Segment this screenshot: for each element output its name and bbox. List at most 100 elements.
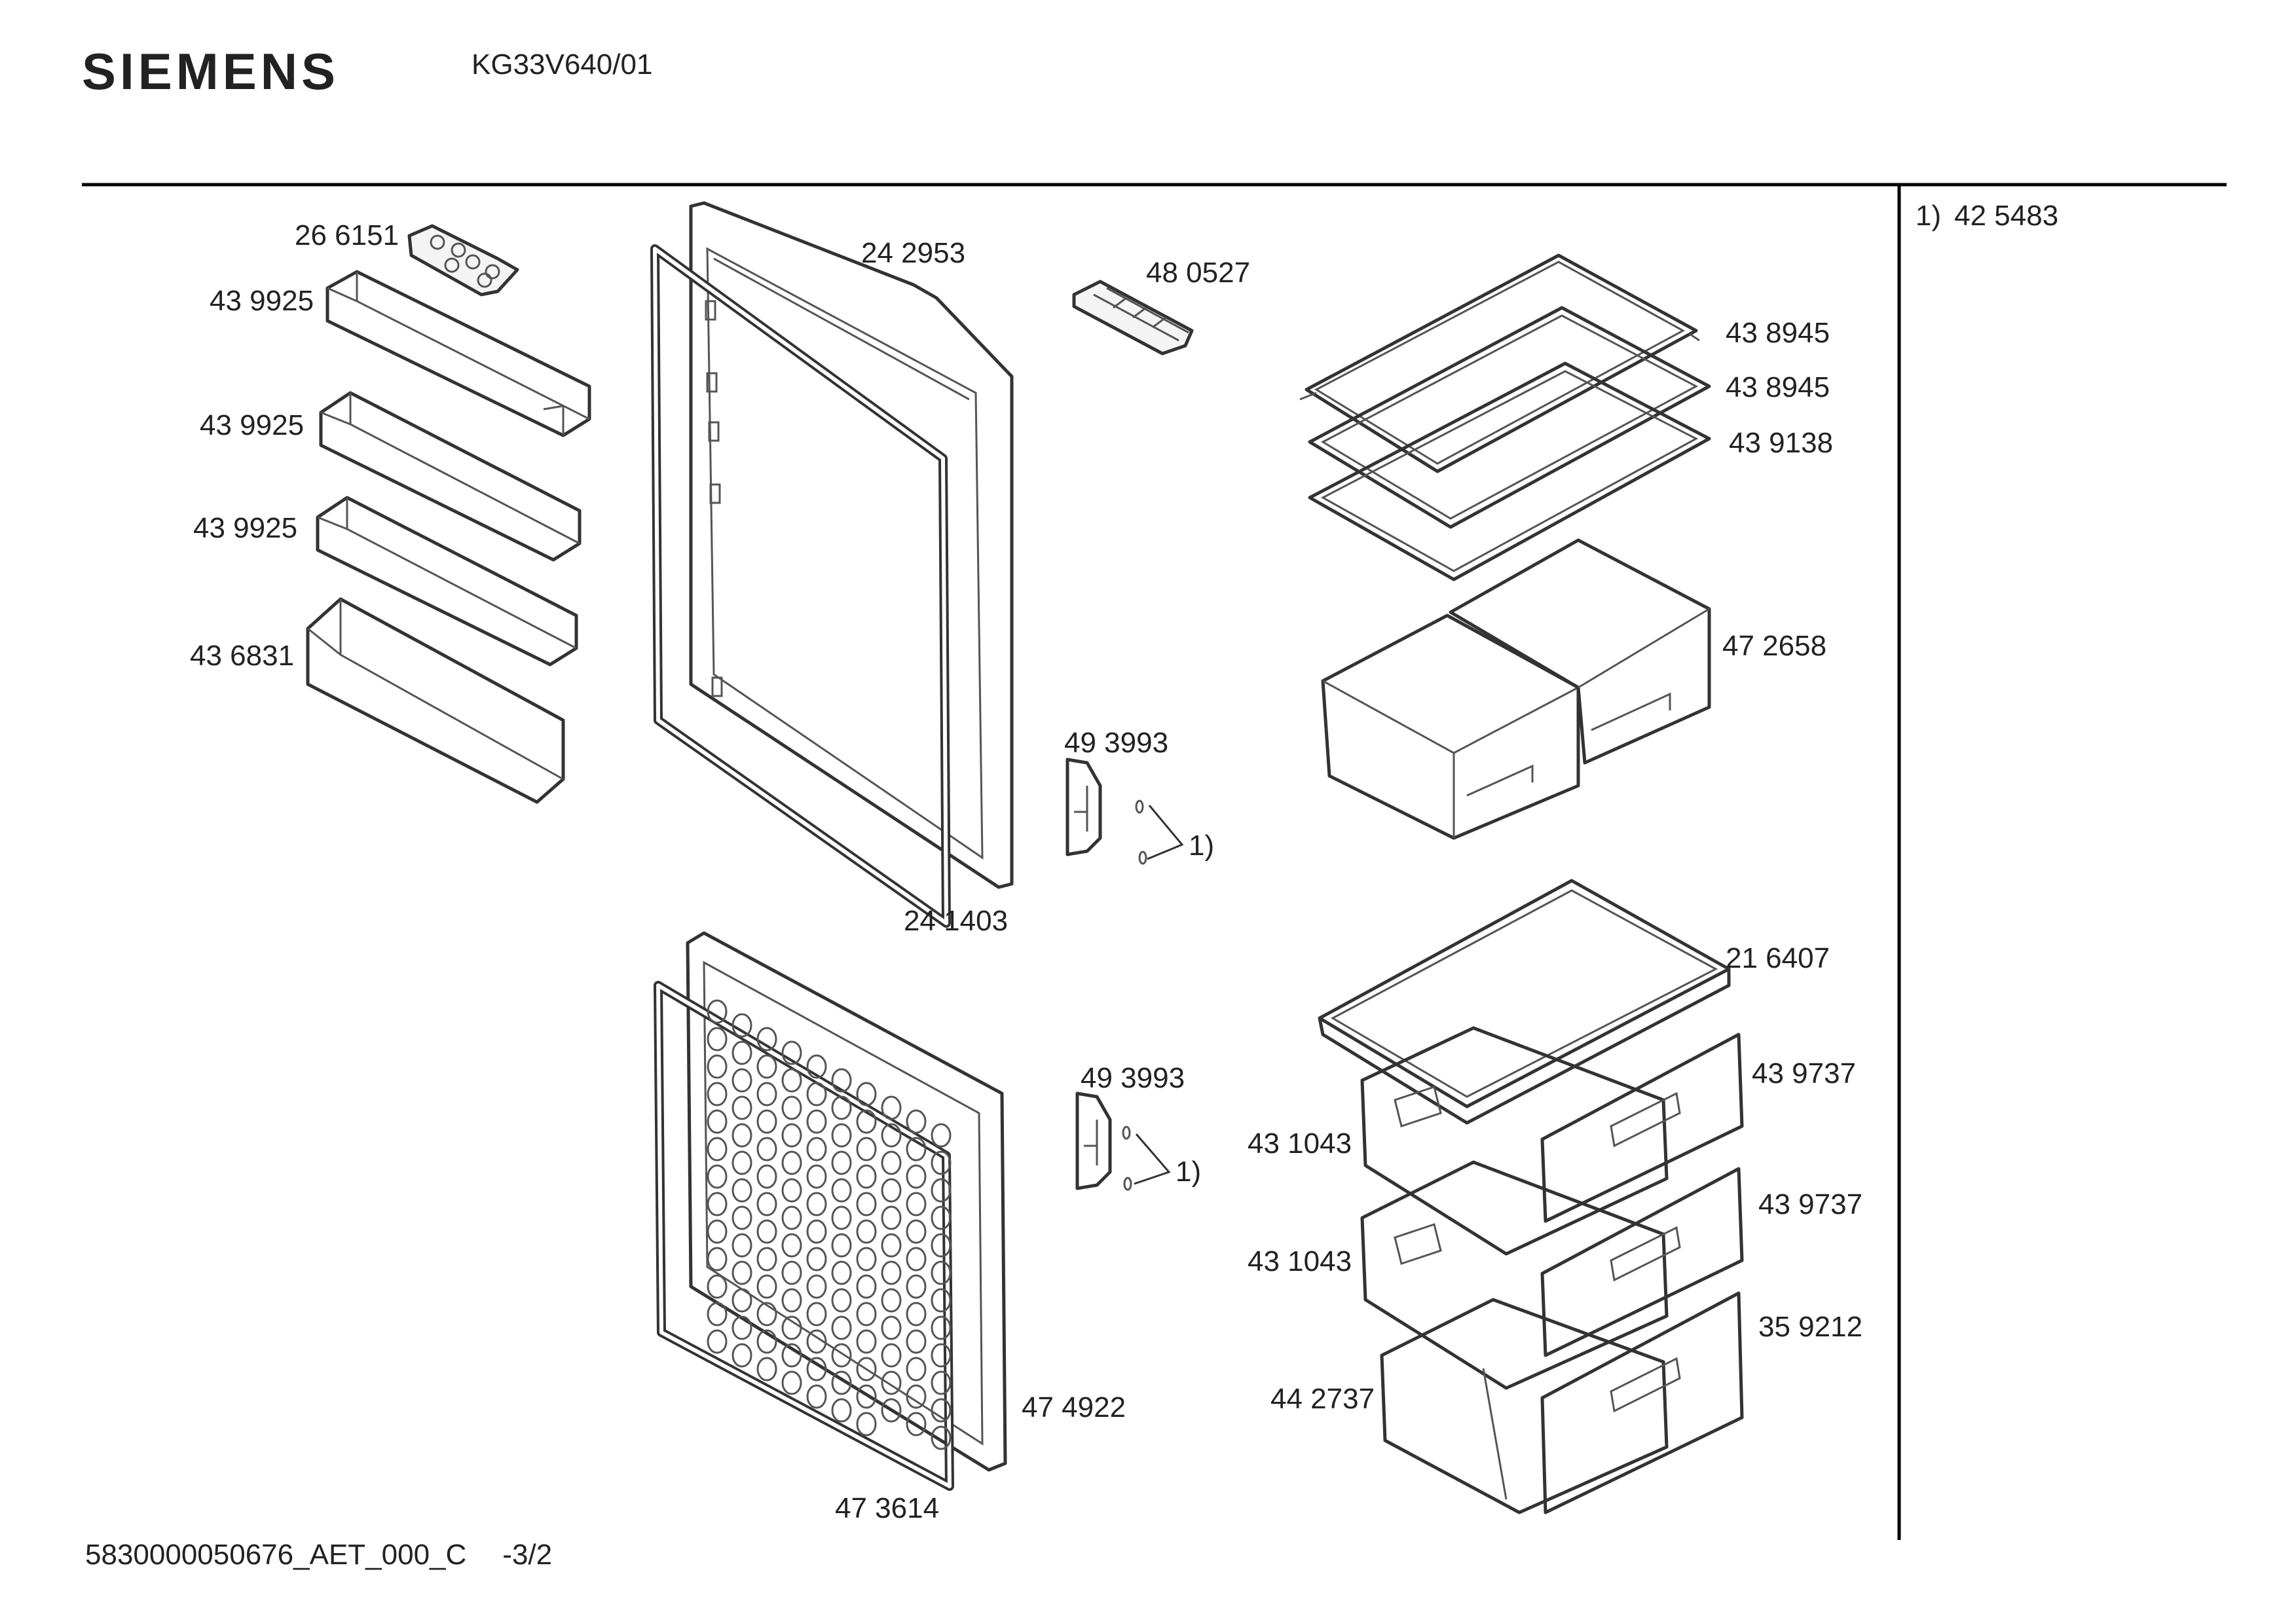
door-dimple: [806, 1329, 827, 1354]
door-dimple: [781, 1040, 802, 1065]
door-dimple: [931, 1398, 952, 1423]
door-dimple: [831, 1233, 852, 1258]
door-dimple: [707, 1109, 728, 1134]
door-dimple: [781, 1260, 802, 1285]
door-dimple: [856, 1357, 877, 1382]
door-dimple: [731, 1095, 752, 1120]
door-dimple: [931, 1150, 952, 1175]
door-dimple: [881, 1095, 902, 1120]
door-dimple: [707, 999, 728, 1024]
door-dimple: [707, 1054, 728, 1079]
door-dimple: [731, 1150, 752, 1175]
door-dimple: [831, 1398, 852, 1423]
bottle-shelf-illustration: [306, 597, 565, 804]
door-dimple: [756, 1274, 777, 1299]
footnote-part-number: 42 5483: [1954, 200, 2059, 232]
label-freezer-door: 47 4922: [1022, 1391, 1126, 1423]
glass-shelf-1-illustration: [1299, 253, 1700, 473]
door-dimple: [756, 1302, 777, 1327]
glass-shelf-2-illustration: [1308, 306, 1711, 529]
door-dimple: [707, 1027, 728, 1052]
label-glass-shelf-2: 43 8945: [1726, 371, 1830, 403]
label-door-shelf-3: 43 9925: [193, 512, 298, 544]
document-id: 5830000050676_AET_000_C: [85, 1539, 467, 1571]
door-dimple: [707, 1274, 728, 1299]
label-crisper-drawers: 47 2658: [1722, 630, 1827, 662]
door-dimple: [856, 1219, 877, 1244]
label-egg-tray: 26 6151: [295, 219, 399, 251]
door-dimple: [707, 1247, 728, 1272]
door-dimple: [781, 1288, 802, 1313]
door-dimple: [707, 1329, 728, 1354]
label-freezer-drawer-3: 44 2737: [1270, 1383, 1375, 1415]
footnote: 1)42 5483: [1916, 200, 2058, 232]
hinge-lower-illustration: [1075, 1091, 1171, 1191]
door-dimple: [806, 1219, 827, 1244]
door-dimple: [781, 1150, 802, 1175]
door-dimple: [881, 1205, 902, 1230]
door-dimple: [781, 1370, 802, 1395]
door-dimple: [831, 1260, 852, 1285]
footer: 5830000050676_AET_000_C -3/2: [85, 1539, 552, 1571]
door-dimple: [931, 1178, 952, 1203]
door-dimple: [756, 1137, 777, 1162]
door-dimple: [831, 1315, 852, 1340]
door-dimple: [707, 1082, 728, 1107]
label-hinge-lower: 49 3993: [1081, 1062, 1185, 1094]
brand-logo: SIEMENS: [82, 43, 340, 100]
label-hinge-lower-note: 1): [1176, 1156, 1202, 1188]
door-dimple: [756, 1219, 777, 1244]
door-dimple: [806, 1274, 827, 1299]
door-dimple: [931, 1425, 952, 1450]
fridge-gasket-illustration: [650, 244, 951, 928]
door-dimple: [856, 1384, 877, 1409]
label-glass-shelf-3: 43 9138: [1729, 427, 1834, 459]
door-dimple: [781, 1205, 802, 1230]
door-dimple: [731, 1315, 752, 1340]
door-dimple: [931, 1343, 952, 1368]
door-dimple: [806, 1384, 827, 1409]
door-dimple: [881, 1123, 902, 1148]
door-dimple: [931, 1123, 952, 1148]
label-door-shelf-1: 43 9925: [210, 285, 314, 317]
door-dimple: [707, 1192, 728, 1217]
glass-shelf-3-illustration: [1308, 361, 1711, 581]
door-dimple: [881, 1150, 902, 1175]
door-shelf-1-illustration: [325, 270, 591, 437]
freezer-door-dimples: [707, 999, 952, 1450]
door-dimple: [731, 1233, 752, 1258]
door-dimple: [806, 1082, 827, 1107]
label-fridge-gasket: 24 1403: [904, 905, 1009, 937]
door-dimple: [831, 1150, 852, 1175]
door-dimple: [781, 1095, 802, 1120]
label-freezer-front-3: 35 9212: [1758, 1311, 1863, 1343]
door-dimple: [856, 1192, 877, 1217]
door-dimple: [731, 1343, 752, 1368]
label-glass-shelf-1: 43 8945: [1726, 317, 1830, 349]
door-dimple: [831, 1205, 852, 1230]
door-dimple: [756, 1357, 777, 1382]
door-dimple: [906, 1329, 927, 1354]
door-dimple: [831, 1370, 852, 1395]
door-dimple: [906, 1219, 927, 1244]
freezer-drawer-1-illustration: [1360, 1026, 1669, 1256]
door-dimple: [906, 1109, 927, 1134]
door-dimple: [856, 1274, 877, 1299]
door-dimple: [881, 1398, 902, 1423]
door-dimple: [856, 1164, 877, 1189]
door-dimple: [756, 1054, 777, 1079]
door-dimple: [756, 1329, 777, 1354]
door-dimple: [707, 1302, 728, 1327]
door-dimple: [707, 1219, 728, 1244]
freezer-cover-illustration: [1318, 879, 1731, 1125]
door-dimple: [781, 1068, 802, 1093]
page-number: -3/2: [502, 1539, 553, 1571]
door-dimple: [806, 1357, 827, 1382]
door-dimple: [906, 1357, 927, 1382]
door-dimple: [756, 1109, 777, 1134]
door-shelf-3-illustration: [316, 496, 578, 667]
door-dimple: [906, 1192, 927, 1217]
label-door-shelf-2: 43 9925: [200, 409, 305, 441]
door-dimple: [931, 1233, 952, 1258]
